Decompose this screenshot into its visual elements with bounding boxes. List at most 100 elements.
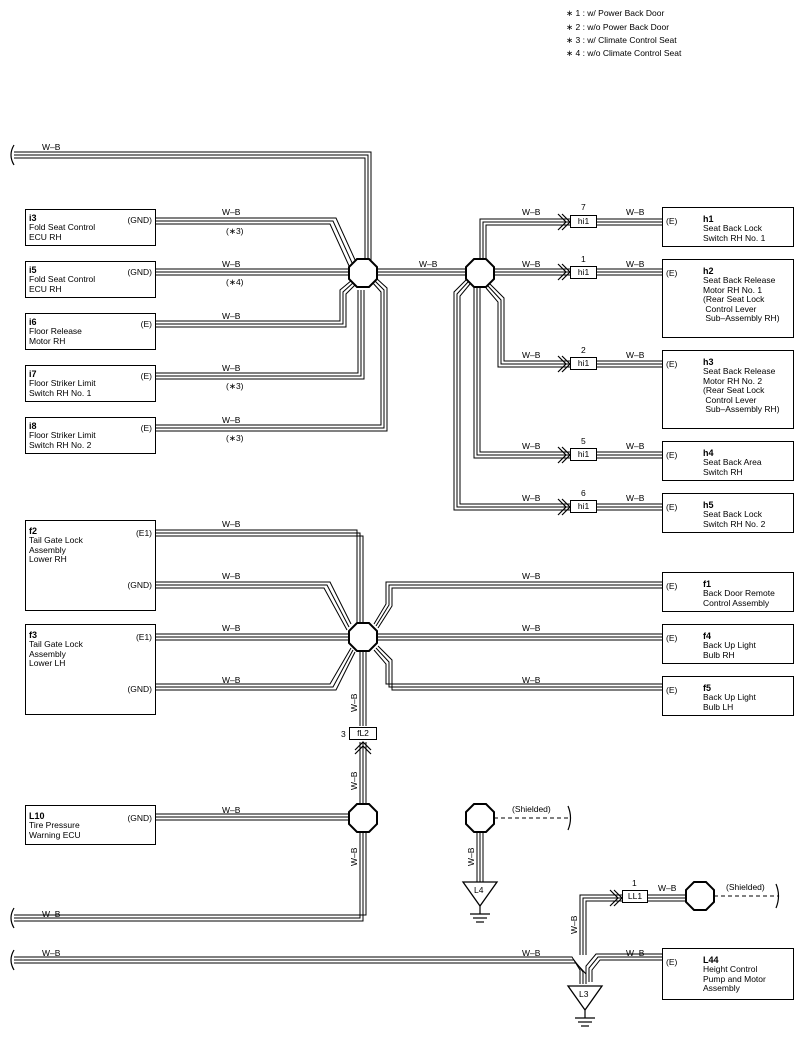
shielded-label: (Shielded) bbox=[512, 804, 551, 814]
connector-hi1: hi1 bbox=[570, 357, 597, 370]
wire-color-label: W–B bbox=[419, 259, 438, 269]
component-code: f3 bbox=[29, 630, 38, 640]
component-f2: f2 Tail Gate Lock Assembly Lower RH (E1)… bbox=[25, 520, 156, 611]
wire-color-label: W–B bbox=[222, 623, 241, 633]
connector-pin: 2 bbox=[581, 345, 586, 355]
terminal-label: (E1) bbox=[135, 528, 152, 538]
component-h5: (E) h5 Seat Back Lock Switch RH No. 2 bbox=[662, 493, 794, 533]
ground-triangle bbox=[461, 881, 499, 908]
component-code: i3 bbox=[29, 213, 37, 223]
connector-pin: 7 bbox=[581, 202, 586, 212]
splice-junction bbox=[348, 803, 378, 833]
wire-color-label: W–B bbox=[522, 493, 541, 503]
legend-item: ∗ 2 : w/o Power Back Door bbox=[566, 22, 670, 32]
component-f5: (E) f5 Back Up Light Bulb LH bbox=[662, 676, 794, 716]
terminal-label: (E) bbox=[140, 319, 152, 329]
terminal-label: (GND) bbox=[127, 684, 152, 694]
wire-color-label: W–B bbox=[42, 909, 61, 919]
wire-color-label: W–B bbox=[522, 259, 541, 269]
terminal-label: (GND) bbox=[127, 267, 152, 277]
wire-color-label: W–B bbox=[349, 847, 359, 866]
wire-color-label: W–B bbox=[222, 571, 241, 581]
component-f1: (E) f1 Back Door Remote Control Assembly bbox=[662, 572, 794, 612]
component-desc: Height Control Pump and Motor Assembly bbox=[703, 964, 766, 994]
component-i8: i8 Floor Striker Limit Switch RH No. 2 (… bbox=[25, 417, 156, 454]
legend-item: ∗ 4 : w/o Climate Control Seat bbox=[566, 48, 682, 58]
wire-color-label: W–B bbox=[222, 675, 241, 685]
component-desc: Seat Back Release Motor RH No. 1 (Rear S… bbox=[703, 275, 780, 324]
component-code: L44 bbox=[703, 955, 719, 965]
legend-item: ∗ 3 : w/ Climate Control Seat bbox=[566, 35, 677, 45]
component-code: f5 bbox=[703, 683, 712, 693]
wire-color-label: W–B bbox=[222, 363, 241, 373]
connector-hi1: hi1 bbox=[570, 448, 597, 461]
connector-pin: 3 bbox=[341, 729, 346, 739]
component-code: h3 bbox=[703, 357, 714, 367]
legend-item: ∗ 1 : w/ Power Back Door bbox=[566, 8, 665, 18]
wire-color-label: W–B bbox=[626, 207, 645, 217]
condition-note: (∗3) bbox=[226, 381, 244, 391]
component-code: i8 bbox=[29, 421, 37, 431]
wire-color-label: W–B bbox=[522, 441, 541, 451]
wire-color-label: W–B bbox=[466, 847, 476, 866]
connector-LL1: LL1 bbox=[622, 890, 648, 903]
component-desc: Seat Back Area Switch RH bbox=[703, 457, 762, 477]
component-desc: Back Up Light Bulb RH bbox=[703, 640, 756, 660]
wire-color-label: W–B bbox=[349, 771, 359, 790]
wire-color-label: W–B bbox=[522, 571, 541, 581]
terminal-label: (E) bbox=[666, 957, 678, 967]
component-code: i5 bbox=[29, 265, 37, 275]
ground-label: L4 bbox=[474, 885, 484, 895]
wire-color-label: W–B bbox=[522, 350, 541, 360]
component-code: f1 bbox=[703, 579, 712, 589]
component-desc: Back Up Light Bulb LH bbox=[703, 692, 756, 712]
connector-hi1: hi1 bbox=[570, 266, 597, 279]
component-code: f4 bbox=[703, 631, 712, 641]
condition-note: (∗4) bbox=[226, 277, 244, 287]
component-desc: Floor Striker Limit Switch RH No. 1 bbox=[29, 378, 96, 398]
component-desc: Seat Back Lock Switch RH No. 1 bbox=[703, 223, 766, 243]
connector-hi1: hi1 bbox=[570, 215, 597, 228]
component-desc: Tail Gate Lock Assembly Lower LH bbox=[29, 639, 83, 669]
terminal-label: (E) bbox=[666, 268, 678, 278]
component-desc: Tail Gate Lock Assembly Lower RH bbox=[29, 535, 83, 565]
component-desc: Tire Pressure Warning ECU bbox=[29, 820, 81, 840]
wire-color-label: W–B bbox=[626, 441, 645, 451]
component-i3: i3 Fold Seat Control ECU RH (GND) bbox=[25, 209, 156, 246]
connector-pin: 1 bbox=[632, 878, 637, 888]
wire-color-label: W–B bbox=[349, 693, 359, 712]
component-i6: i6 Floor Release Motor RH (E) bbox=[25, 313, 156, 350]
wire-color-label: W–B bbox=[222, 207, 241, 217]
splice-junction bbox=[685, 881, 715, 911]
wire-color-label: W–B bbox=[42, 948, 61, 958]
component-f4: (E) f4 Back Up Light Bulb RH bbox=[662, 624, 794, 664]
wire-color-label: W–B bbox=[222, 259, 241, 269]
splice-junction bbox=[465, 258, 495, 288]
connector-pin: 1 bbox=[581, 254, 586, 264]
condition-note: (∗3) bbox=[226, 433, 244, 443]
wire-color-label: W–B bbox=[42, 142, 61, 152]
connector-pin: 5 bbox=[581, 436, 586, 446]
terminal-label: (E) bbox=[666, 685, 678, 695]
component-code: f2 bbox=[29, 526, 38, 536]
connector-hi1: hi1 bbox=[570, 500, 597, 513]
terminal-label: (GND) bbox=[127, 580, 152, 590]
component-code: h5 bbox=[703, 500, 714, 510]
component-f3: f3 Tail Gate Lock Assembly Lower LH (E1)… bbox=[25, 624, 156, 715]
component-code: h1 bbox=[703, 214, 714, 224]
ground-label: L3 bbox=[579, 989, 589, 999]
wire-color-label: W–B bbox=[522, 948, 541, 958]
wire-color-label: W–B bbox=[522, 207, 541, 217]
wire-color-label: W–B bbox=[626, 350, 645, 360]
terminal-label: (E) bbox=[140, 423, 152, 433]
connector-pin: 6 bbox=[581, 488, 586, 498]
wire-color-label: W–B bbox=[222, 805, 241, 815]
condition-note: (∗3) bbox=[226, 226, 244, 236]
component-desc: Fold Seat Control ECU RH bbox=[29, 274, 96, 294]
terminal-label: (E) bbox=[666, 581, 678, 591]
component-h2: (E) h2 Seat Back Release Motor RH No. 1 … bbox=[662, 259, 794, 338]
terminal-label: (E) bbox=[666, 359, 678, 369]
terminal-label: (E) bbox=[140, 371, 152, 381]
component-desc: Seat Back Release Motor RH No. 2 (Rear S… bbox=[703, 366, 780, 415]
